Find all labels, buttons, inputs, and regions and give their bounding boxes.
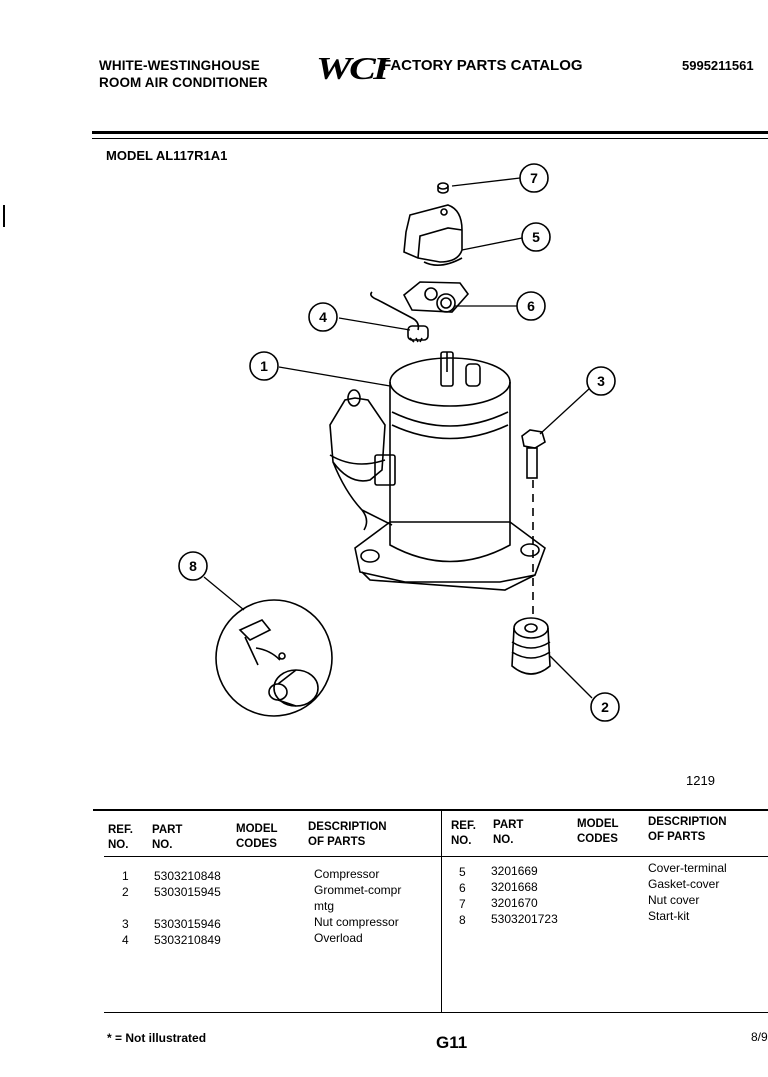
page-code: G11 xyxy=(436,1033,468,1052)
table-bottom-rule xyxy=(104,1012,768,1013)
model-number: MODEL AL117R1A1 xyxy=(106,148,228,163)
table-cell: 4 xyxy=(122,933,129,947)
start-kit-detail xyxy=(215,599,333,717)
brand-block: WHITE-WESTINGHOUSE ROOM AIR CONDITIONER xyxy=(99,57,268,91)
callout-6-label: 6 xyxy=(527,298,535,314)
table-cell: 8 xyxy=(459,913,466,927)
table-top-rule xyxy=(93,809,768,811)
nut-cover-part xyxy=(437,182,449,194)
wci-logo: WCI xyxy=(316,50,389,86)
callout-8: 8 xyxy=(178,551,208,581)
table-cell: 5303015945 xyxy=(154,885,221,899)
right-desc-column: Cover-terminal Gasket-cover Nut cover St… xyxy=(648,860,727,924)
callout-7-label: 7 xyxy=(530,170,538,186)
scan-edge-mark xyxy=(3,205,5,227)
table-cell: 5303210848 xyxy=(154,869,221,883)
left-desc-column: Compressor Grommet-compr mtg Nut compres… xyxy=(314,866,401,946)
callout-3-label: 3 xyxy=(597,373,605,389)
callout-1-label: 1 xyxy=(260,358,268,374)
table-cell: mtg xyxy=(314,899,335,913)
catalog-title: FACTORY PARTS CATALOG xyxy=(382,57,583,74)
table-cell: 3201670 xyxy=(491,896,538,910)
table-cell: 5 xyxy=(459,865,466,879)
table-cell: 5303210849 xyxy=(154,933,221,947)
callout-5-label: 5 xyxy=(532,229,540,245)
header-ref-no: REF.NO. xyxy=(108,824,133,851)
table-cell: 1 xyxy=(122,869,129,883)
overload-part xyxy=(370,291,429,343)
catalog-number: 5995211561 xyxy=(682,58,754,73)
table-cell: Gasket-cover xyxy=(648,877,720,891)
compressor-part xyxy=(329,351,546,591)
table-cell: Cover-terminal xyxy=(648,861,727,875)
table-cell xyxy=(154,900,221,916)
grommet-part xyxy=(511,617,551,675)
callout-1: 1 xyxy=(249,351,279,381)
table-cell: Grommet-compr xyxy=(314,883,402,897)
product-type: ROOM AIR CONDITIONER xyxy=(99,75,268,90)
callout-5: 5 xyxy=(521,222,551,252)
right-part-column: 3201669 3201668 3201670 5303201723 xyxy=(491,863,558,927)
callout-8-label: 8 xyxy=(189,558,197,574)
callout-3: 3 xyxy=(586,366,616,396)
table-cell: 3201669 xyxy=(491,864,538,878)
callout-7: 7 xyxy=(519,163,549,193)
table-header-rule xyxy=(104,856,768,857)
callout-4: 4 xyxy=(308,302,338,332)
callout-2-label: 2 xyxy=(601,699,609,715)
callout-6: 6 xyxy=(516,291,546,321)
callout-4-label: 4 xyxy=(319,309,327,325)
table-cell: 5303201723 xyxy=(491,912,558,926)
table-cell: 3 xyxy=(122,917,129,931)
table-cell xyxy=(122,900,129,916)
figure-number: 1219 xyxy=(686,773,715,788)
table-cell: Overload xyxy=(314,931,363,945)
not-illustrated-note: * = Not illustrated xyxy=(107,1031,207,1045)
table-cell: 5303015946 xyxy=(154,917,221,931)
table-cell: 6 xyxy=(459,881,466,895)
callout-2: 2 xyxy=(590,692,620,722)
revision-date: 8/9 xyxy=(751,1030,768,1044)
table-cell: Compressor xyxy=(314,867,380,881)
brand-name: WHITE-WESTINGHOUSE xyxy=(99,58,260,73)
cover-terminal-part xyxy=(403,204,463,266)
gasket-cover-part xyxy=(402,281,470,313)
table-cell: 7 xyxy=(459,897,466,911)
nut-compressor-part xyxy=(521,429,546,616)
header-rule-thick xyxy=(92,131,768,134)
left-part-column: 5303210848 5303015945 5303015946 5303210… xyxy=(154,868,221,948)
leader-lines xyxy=(203,177,593,699)
table-cell: Nut compressor xyxy=(314,915,399,929)
table-cell: 3201668 xyxy=(491,880,538,894)
table-cell: 2 xyxy=(122,885,129,899)
table-divider xyxy=(441,811,442,1013)
table-cell: Nut cover xyxy=(648,893,700,907)
header-rule-thin xyxy=(92,138,768,139)
right-ref-column: 5 6 7 8 xyxy=(459,864,466,928)
left-ref-column: 1 2 3 4 xyxy=(122,868,129,948)
table-cell: Start-kit xyxy=(648,909,690,923)
header-ref-no-right: REF.NO. xyxy=(451,820,476,847)
